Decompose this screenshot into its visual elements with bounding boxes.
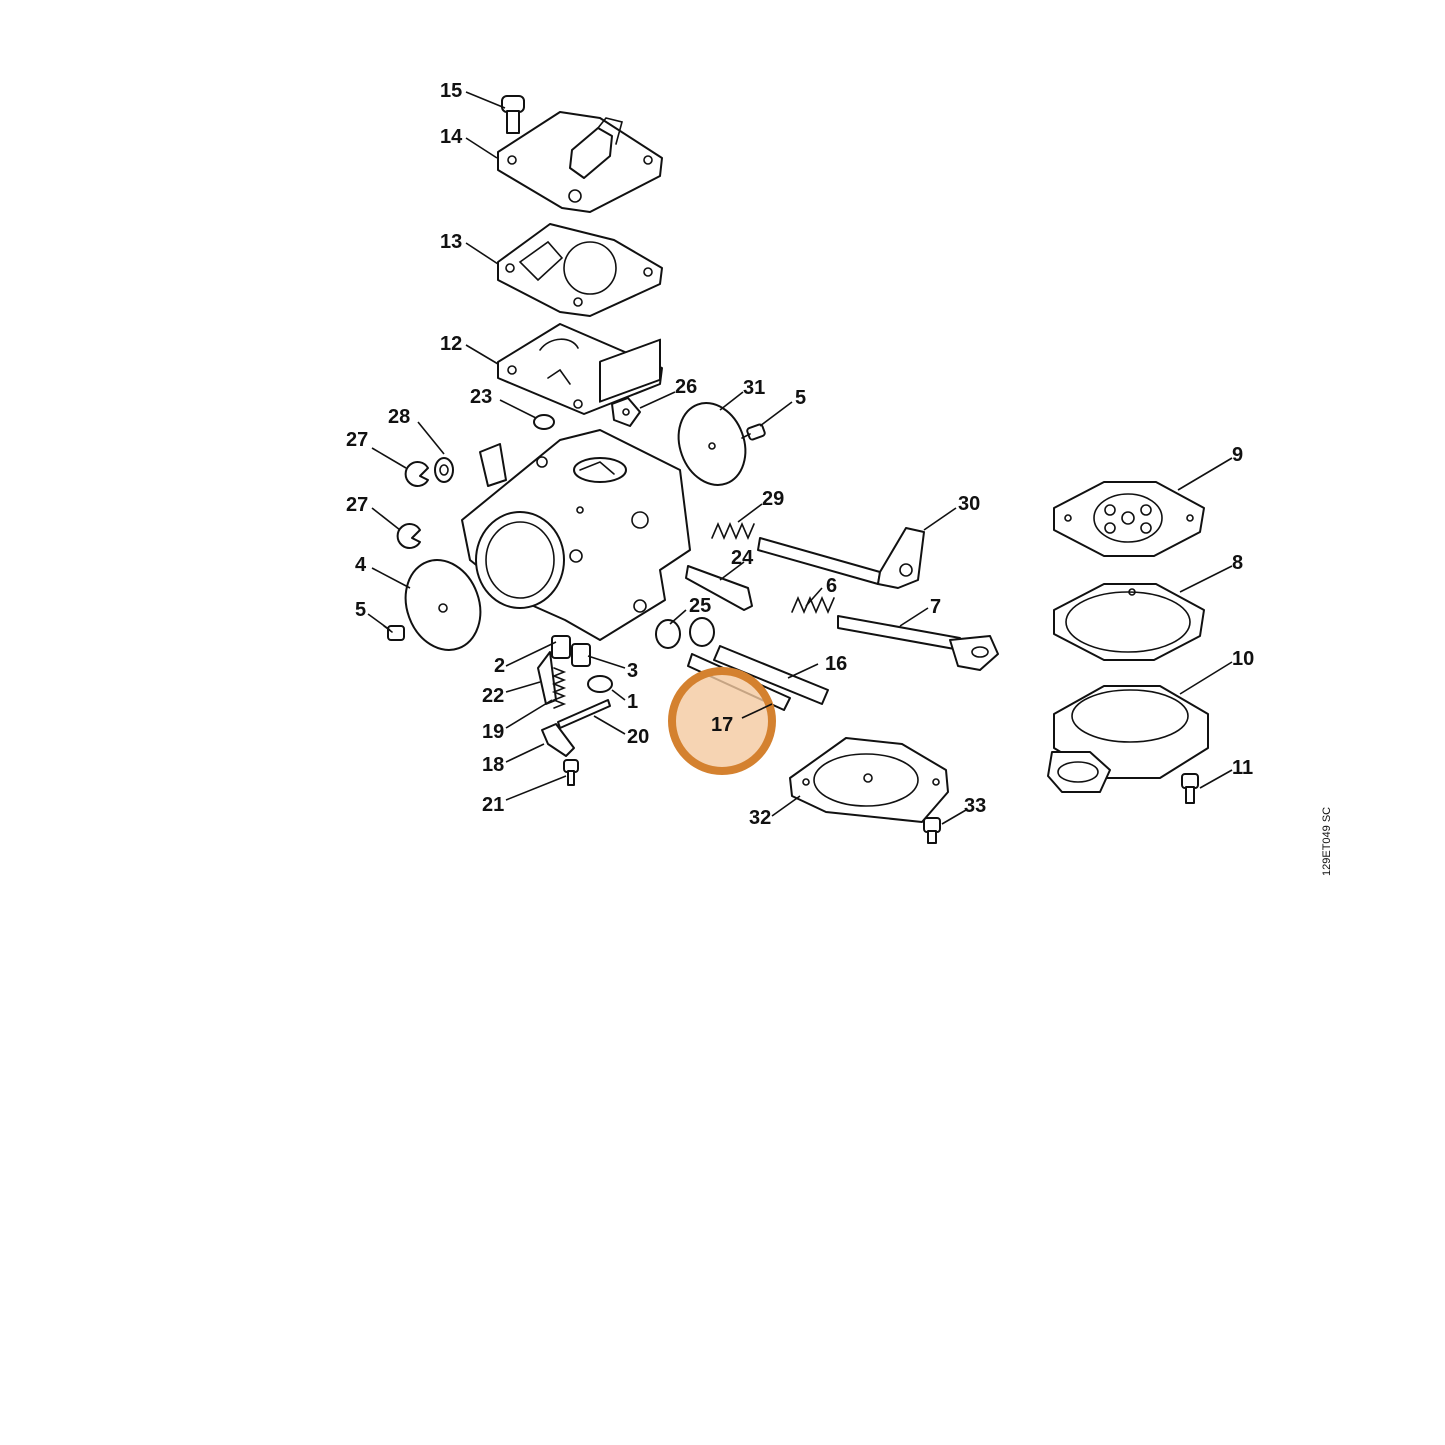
callout-2[interactable]: 2 (494, 655, 505, 677)
callout-27-lower[interactable]: 27 (346, 494, 368, 516)
callout-5-lower[interactable]: 5 (355, 599, 366, 621)
callout-29[interactable]: 29 (762, 488, 784, 510)
part-2-valve (551, 635, 571, 659)
callout-32[interactable]: 32 (749, 807, 771, 829)
callout-21[interactable]: 21 (482, 794, 504, 816)
part-24-needle (685, 565, 753, 611)
part-10-housing (1047, 685, 1209, 793)
part-7-shaft (837, 615, 999, 671)
callout-27-upper[interactable]: 27 (346, 429, 368, 451)
callout-25[interactable]: 25 (689, 595, 711, 617)
callout-33[interactable]: 33 (964, 795, 986, 817)
part-5-screw-upper (741, 423, 766, 441)
part-21-screw (563, 759, 579, 786)
callout-9[interactable]: 9 (1232, 444, 1243, 466)
part-32-cover-plate (789, 737, 949, 823)
part-20-pin (557, 699, 611, 729)
part-carburetor-body (461, 338, 691, 641)
callout-6[interactable]: 6 (826, 575, 837, 597)
callout-11[interactable]: 11 (1232, 757, 1253, 779)
part-30-shaft (757, 527, 925, 589)
part-6-spring (791, 595, 835, 615)
callout-1[interactable]: 1 (627, 691, 638, 713)
part-19-spring (551, 667, 567, 709)
part-29-spring (711, 521, 755, 541)
callout-3[interactable]: 3 (627, 660, 638, 682)
part-25-bushing-b (689, 617, 715, 647)
callout-12[interactable]: 12 (440, 333, 462, 355)
callout-8[interactable]: 8 (1232, 552, 1243, 574)
part-4-disc (404, 559, 482, 651)
part-9-diaphragm (1053, 481, 1205, 557)
part-14-cover (497, 111, 663, 213)
highlight-marker-17 (668, 667, 776, 775)
part-27-clip-upper (404, 461, 429, 487)
part-3-valve (571, 643, 591, 667)
callout-labels[interactable]: 15 14 13 12 23 26 31 5 28 27 27 29 30 24… (346, 80, 1254, 829)
callout-5-upper[interactable]: 5 (795, 387, 806, 409)
part-18-lever (541, 723, 575, 757)
part-1-ring (587, 675, 613, 693)
part-33-screw (923, 817, 941, 844)
callout-24[interactable]: 24 (731, 547, 754, 569)
part-28-washer (434, 457, 454, 483)
callout-14[interactable]: 14 (440, 126, 463, 148)
part-26-block (611, 397, 641, 427)
callout-4[interactable]: 4 (355, 554, 367, 576)
callout-17[interactable]: 17 (711, 714, 733, 736)
callout-28[interactable]: 28 (388, 406, 410, 428)
callout-13[interactable]: 13 (440, 231, 462, 253)
callout-18[interactable]: 18 (482, 754, 504, 776)
callout-22[interactable]: 22 (482, 685, 504, 707)
callout-26[interactable]: 26 (675, 376, 697, 398)
part-11-screw (1181, 773, 1199, 804)
part-25-bushing-a (655, 619, 681, 649)
part-27-clip-lower (396, 523, 421, 549)
callout-15[interactable]: 15 (440, 80, 462, 102)
part-22-needle (537, 651, 557, 705)
callout-10[interactable]: 10 (1232, 648, 1254, 670)
part-15-screw (501, 95, 525, 134)
part-31-disc (677, 402, 747, 486)
part-8-gasket (1053, 583, 1205, 661)
part-13-gasket (497, 223, 663, 317)
part-23-screen (533, 414, 555, 430)
callout-23[interactable]: 23 (470, 386, 492, 408)
callout-31[interactable]: 31 (743, 377, 765, 399)
callout-19[interactable]: 19 (482, 721, 504, 743)
callout-7[interactable]: 7 (930, 596, 941, 618)
callout-30[interactable]: 30 (958, 493, 980, 515)
callout-16[interactable]: 16 (825, 653, 847, 675)
diagram-reference-code: 129ET049 SC (1321, 807, 1333, 876)
callout-20[interactable]: 20 (627, 726, 649, 748)
